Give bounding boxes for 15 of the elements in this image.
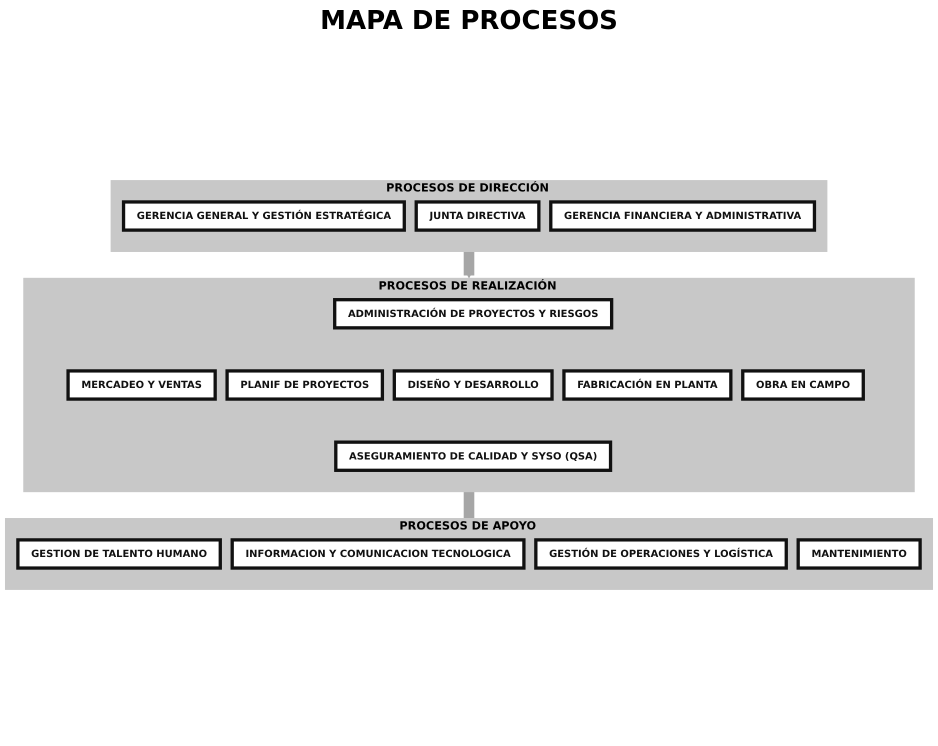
- node-box: DISEÑO Y DESARROLLO: [392, 369, 554, 401]
- node-box: GERENCIA FINANCIERA Y ADMINISTRATIVA: [549, 200, 816, 232]
- diagram-title: MAPA DE PROCESOS: [319, 6, 619, 36]
- node-box: PLANIF DE PROYECTOS: [225, 369, 384, 401]
- node-box: FABRICACIÓN EN PLANTA: [562, 369, 732, 401]
- node-box: GESTION DE TALENTO HUMANO: [16, 538, 222, 570]
- node-box: MERCADEO Y VENTAS: [66, 369, 217, 401]
- node-box: INFORMACION Y COMUNICACION TECNOLOGICA: [230, 538, 526, 570]
- node-box: GERENCIA GENERAL Y GESTIÓN ESTRATÉGICA: [122, 200, 406, 232]
- node-box: JUNTA DIRECTIVA: [414, 200, 541, 232]
- node-box: ADMINISTRACIÓN DE PROYECTOS Y RIESGOS: [333, 298, 614, 330]
- node-box: MANTENIMIENTO: [796, 538, 922, 570]
- node-box: OBRA EN CAMPO: [741, 369, 865, 401]
- node-box: GESTIÓN DE OPERACIONES Y LOGÍSTICA: [534, 538, 788, 570]
- node-box: ASEGURAMIENTO DE CALIDAD Y SYSO (QSA): [334, 440, 612, 472]
